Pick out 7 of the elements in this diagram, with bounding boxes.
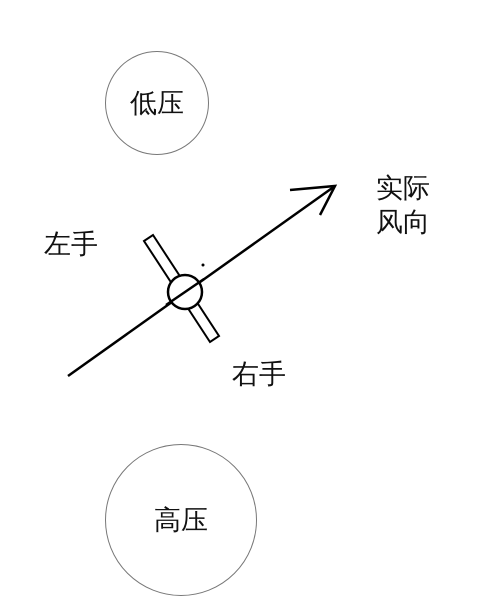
node-text: 低压 — [130, 87, 184, 121]
hand-label: 右手 — [232, 358, 287, 392]
wind-direction-label: 实际风向 — [376, 172, 431, 240]
hand-label: 左手 — [44, 228, 99, 262]
pressure-circle — [105, 51, 209, 155]
node-text: 高压 — [154, 504, 208, 538]
pressure-circle — [105, 444, 257, 596]
